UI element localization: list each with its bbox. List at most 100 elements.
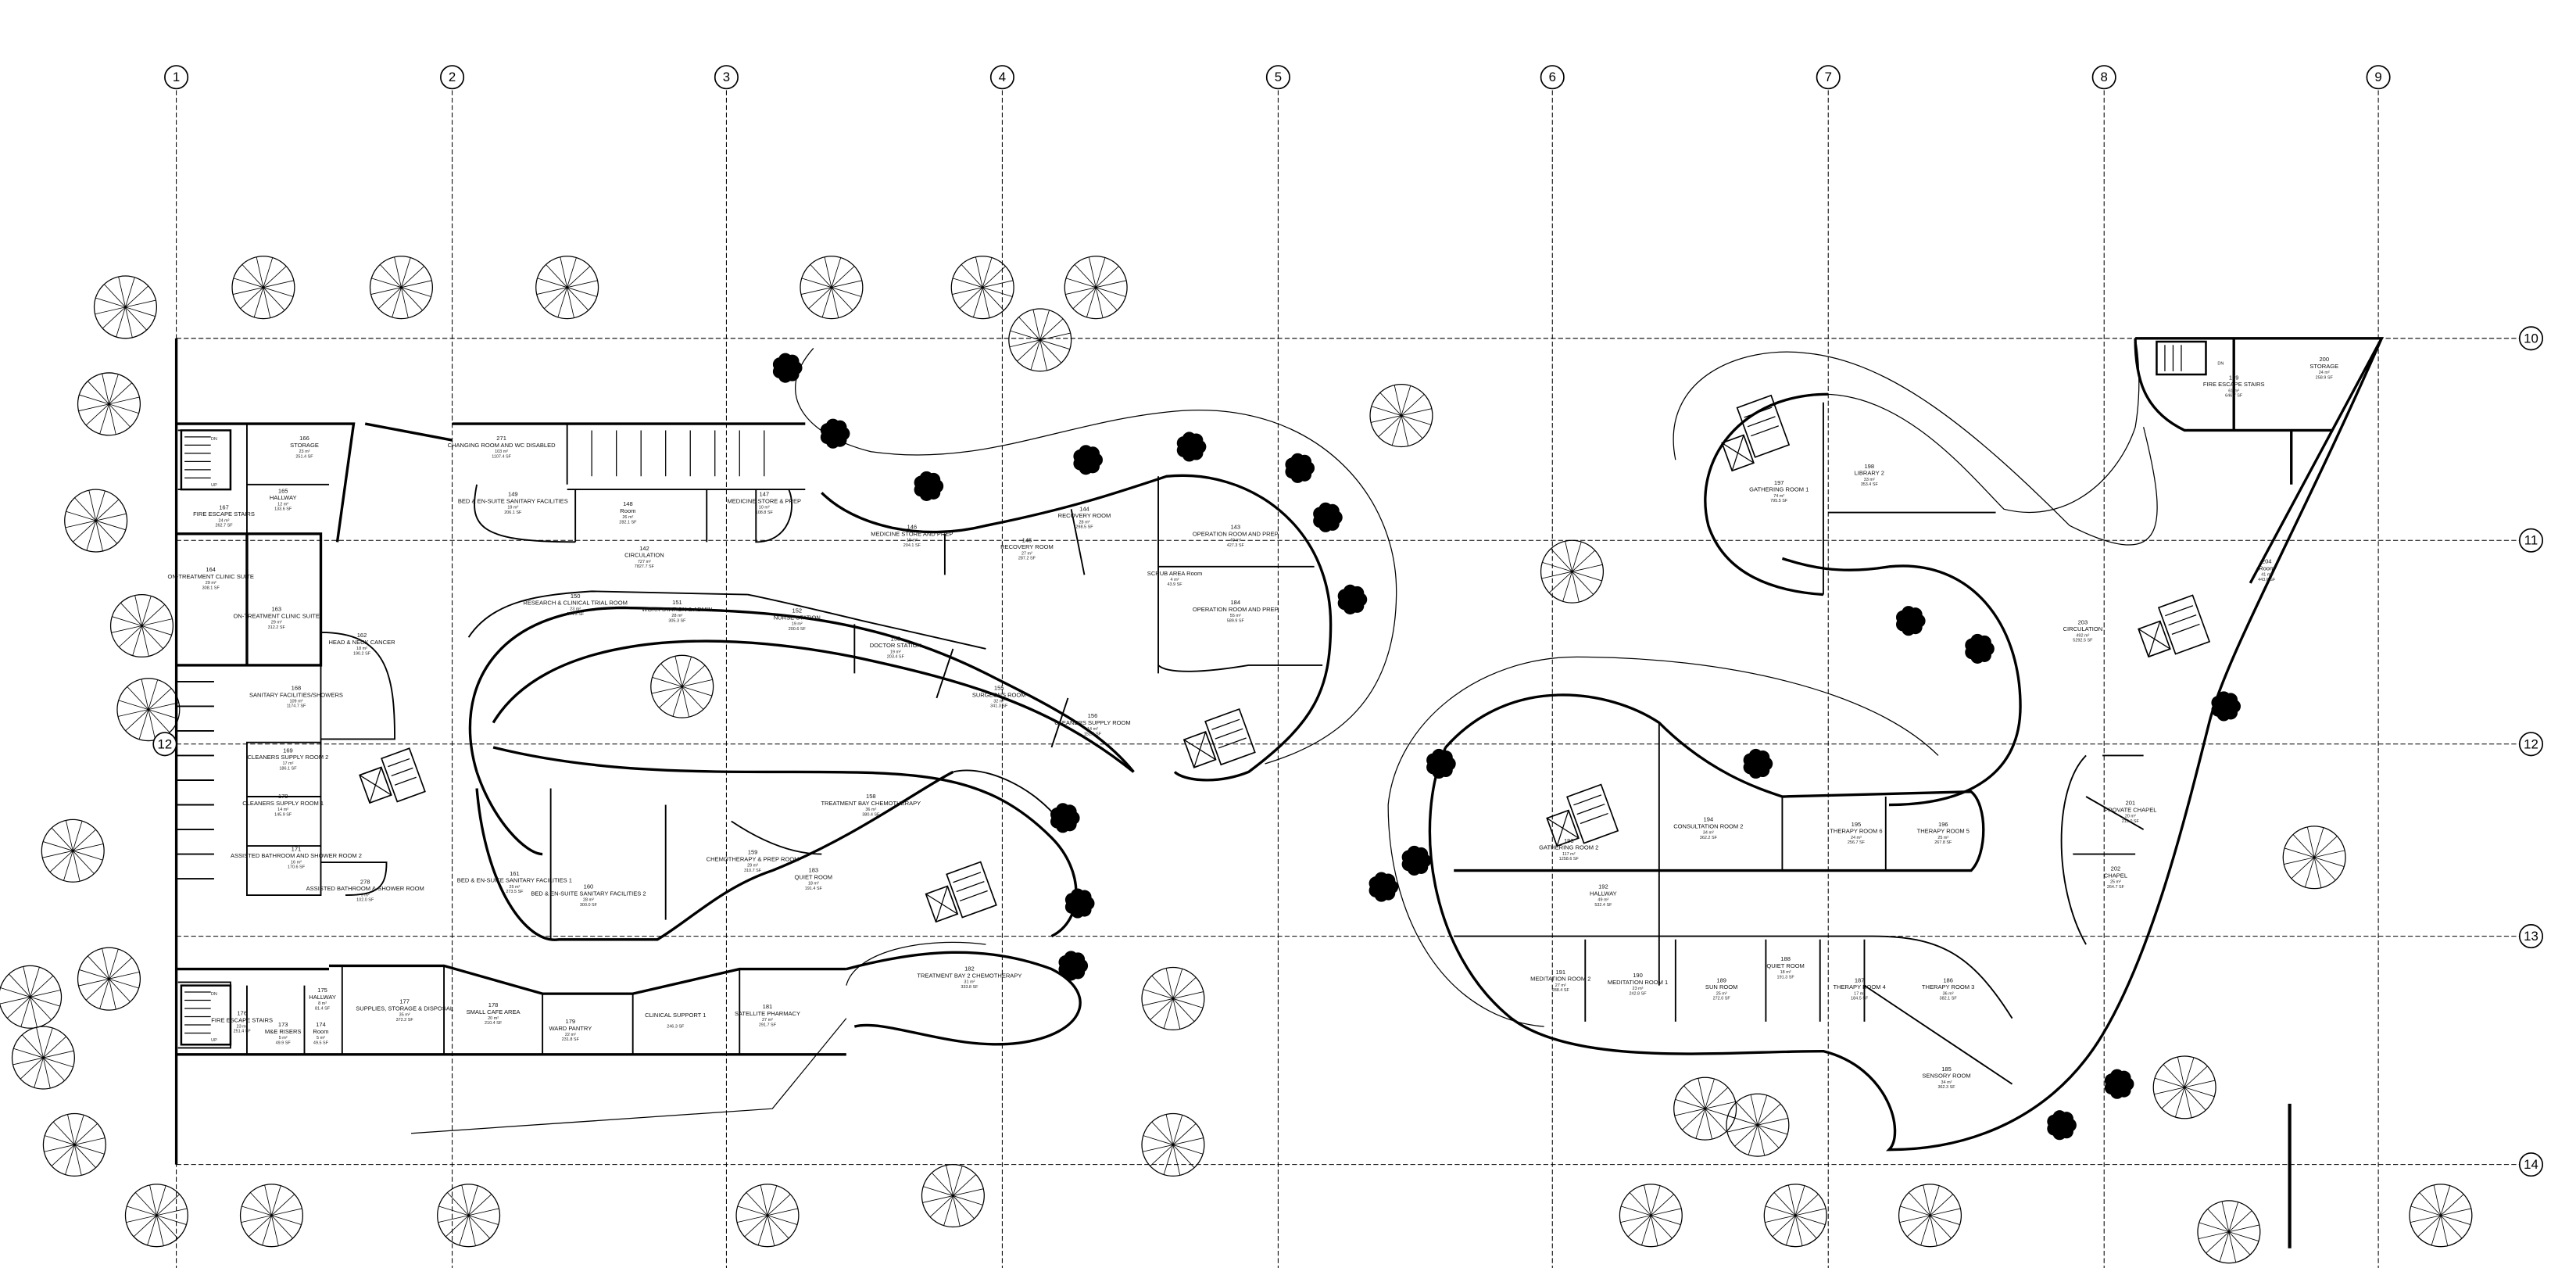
room-number: 175 (317, 987, 327, 994)
room-name: CLEANERS SUPPLY ROOM 1 (242, 800, 324, 807)
room-name: SCRUB AREA Room (1147, 570, 1202, 577)
room-area-sf: 341.3 SF (990, 704, 1008, 709)
room-number: 146 (907, 524, 918, 531)
tree-icon (1141, 1112, 1205, 1177)
tree-icon (109, 593, 174, 658)
room-area-sf: 272.0 SF (1713, 997, 1731, 1001)
room-name: THERAPY ROOM 6 (1830, 828, 1882, 835)
grid-column-label: 7 (1825, 70, 1832, 84)
grid-column-label: 5 (1275, 70, 1282, 84)
room-area-sf: 273.5 SF (506, 890, 524, 894)
room-area-sf: 186.1 SF (279, 767, 297, 772)
room-area-m2: 25 m² (509, 885, 520, 890)
room-area-m2: 18 m² (1780, 970, 1791, 975)
room-area-m2: 727 m² (638, 560, 651, 564)
grid-column-bubble (1540, 65, 1565, 90)
room-area-sf: 191.4 SF (805, 887, 823, 891)
room-area-m2: 28 m² (583, 898, 594, 903)
grid-column-label: 4 (999, 70, 1006, 84)
room-area-m2: 5 m² (317, 1036, 325, 1041)
room-number: 142 (639, 545, 649, 552)
grid-row-label: 14 (2524, 1157, 2538, 1172)
room-number: 168 (292, 684, 302, 691)
room-name: FIRE ESCAPE STAIRS (193, 510, 255, 518)
room-number: 184 (1230, 599, 1240, 606)
room-area-m2: 117 m² (1562, 852, 1576, 857)
room-area-sf: 215.0 SF (2122, 819, 2140, 824)
room-name: THERAPY ROOM 3 (1922, 983, 1974, 990)
room-area-m2: 34 m² (1941, 1080, 1952, 1085)
room-area-sf: 353.4 SF (1861, 482, 1879, 487)
room-area-sf: 362.2 SF (1700, 836, 1718, 840)
grid-lines (176, 90, 2520, 1268)
room-name: WORK STATION & ADMIN (642, 606, 712, 613)
walls (174, 337, 2385, 1165)
room-area-m2: 25 m² (1937, 836, 1948, 840)
room-area-m2: 23 m² (570, 607, 581, 612)
room-number: 153 (891, 635, 901, 642)
grid-column-label: 2 (449, 70, 456, 84)
room-area-sf: 256.7 SF (1848, 840, 1866, 845)
room-name: CIRCULATION (2063, 625, 2103, 632)
room-name: FIRE ESCAPE STAIRS (2203, 381, 2265, 388)
shrub-icon (1368, 872, 1399, 902)
room-number: 182 (964, 965, 975, 972)
room-number: 188 (1780, 955, 1791, 962)
tree-icon (116, 678, 181, 742)
tree-icon (2409, 1184, 2473, 1248)
room-area-sf: 191.3 SF (1777, 975, 1795, 980)
room-name: STORAGE (2309, 363, 2338, 370)
tree-icon (2152, 1055, 2216, 1119)
stair-fire-escape-167 (180, 429, 232, 491)
room-name: BED & EN-SUITE SANITARY FACILITIES (458, 497, 568, 504)
tree-icon (800, 256, 864, 320)
room-area-m2: 74 m² (1773, 494, 1784, 499)
room-area-m2: 25 m² (1716, 991, 1727, 996)
room-area-sf: 246.3 SF (667, 1024, 685, 1029)
room-area-m2: 20 m² (2125, 814, 2136, 818)
room-area-sf: 43.9 SF (1167, 582, 1182, 587)
tree-icon (0, 965, 63, 1029)
room-area-m2: 33 m² (1864, 478, 1875, 482)
room-name: BED & EN-SUITE SANITARY FACILITIES 2 (531, 890, 646, 897)
room-area-m2: 34 m² (1703, 830, 1714, 835)
grid-row-bubble (2518, 924, 2544, 949)
shrub-icon (914, 471, 944, 501)
shrub-icon (1313, 502, 1343, 532)
room-name: MEDICINE STORE & PREP (727, 497, 801, 504)
room-name: TREATMENT BAY CHEMOTHERAPY (821, 800, 921, 807)
shrub-icon (772, 353, 803, 383)
room-name: HALLWAY (309, 994, 336, 1001)
room-label: CLINICAL SUPPORT 1 246.3 SF (645, 1012, 706, 1029)
room-name: GATHERING ROOM 1 (1749, 486, 1809, 493)
room-area-sf: 312.2 SF (268, 625, 286, 630)
tree-icon (64, 489, 128, 553)
room-area-sf: 267.8 SF (1934, 840, 1952, 845)
tree-icon (950, 256, 1014, 320)
room-area-sf: 288.4 SF (1552, 988, 1570, 993)
room-name: MEDICINE STORE AND PREP (871, 530, 953, 537)
grid-column-label: 1 (173, 70, 180, 84)
room-number: 166 (299, 435, 309, 442)
room-number: 191 (1555, 969, 1565, 976)
tree-icon (535, 256, 599, 320)
room-name: DOCTOR STATION (870, 642, 921, 649)
room-name: CLINICAL SUPPORT 1 (645, 1012, 706, 1019)
tree-icon (41, 818, 105, 883)
room-area-sf: 242.8 SF (1629, 991, 1647, 996)
room-area-m2: 35 m² (399, 1013, 410, 1018)
room-area-m2: 19 m² (890, 650, 901, 654)
